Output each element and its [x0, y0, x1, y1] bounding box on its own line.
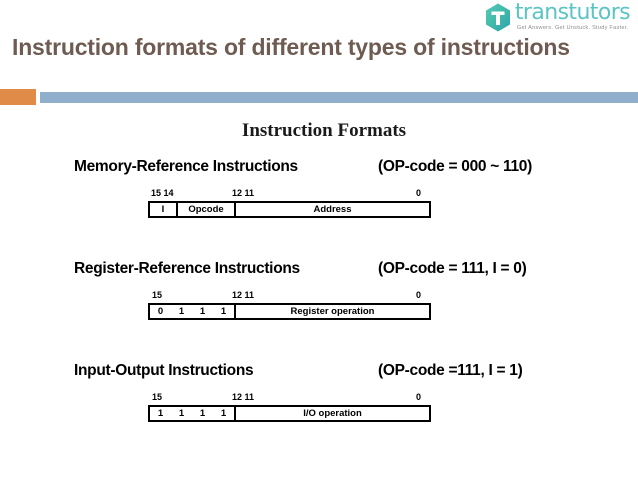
opcode-bit: 1	[220, 306, 227, 317]
opcode-bit: 0	[157, 306, 164, 317]
bit-position-label: 12 11	[232, 188, 255, 198]
opcode-bit: 1	[178, 306, 185, 317]
opcode-bit: 1	[157, 408, 164, 419]
bit-position-label: 12 11	[232, 392, 255, 402]
bit-position-label: 0	[416, 290, 422, 300]
instruction-format-section: Input-Output Instructions (OP-code =111, …	[0, 362, 638, 448]
logo-wordmark: transtutors	[514, 0, 631, 25]
instruction-word-box: 0 1 1 1 Register operation	[148, 303, 431, 320]
accent-square	[0, 89, 36, 105]
instruction-field: I	[150, 203, 178, 216]
slide-header: transtutors Get Answers. Get Unstuck. St…	[0, 0, 638, 105]
bit-position-label: 15	[152, 290, 163, 300]
figure-title: Instruction Formats	[241, 120, 407, 141]
instruction-field: Opcode	[178, 203, 236, 216]
accent-divider-bar	[40, 92, 638, 103]
bit-position-ruler: 15 12 11 0	[148, 392, 431, 405]
opcode-bits-field: 0 1 1 1	[150, 305, 236, 318]
instruction-format-section: Register-Reference Instructions (OP-code …	[0, 260, 638, 346]
opcode-bit: 1	[199, 306, 206, 317]
instruction-field: I/O operation	[303, 408, 362, 419]
bit-position-label: 15	[152, 392, 163, 402]
opcode-bit: 1	[220, 408, 227, 419]
hexagon-t-icon	[485, 3, 510, 32]
format-heading: Register-Reference Instructions	[74, 260, 300, 277]
format-heading: Input-Output Instructions	[74, 362, 254, 379]
bit-field-diagram: 15 12 11 0 1 1 1 1 I/O operation	[148, 392, 431, 422]
instruction-field: Register operation	[290, 306, 375, 317]
format-opcode-note: (OP-code = 000 ~ 110)	[378, 158, 532, 175]
instruction-field: Address	[313, 204, 352, 215]
bit-position-label: 0	[416, 392, 422, 402]
format-opcode-note: (OP-code =111, I = 1)	[378, 362, 523, 379]
bit-position-ruler: 15 12 11 0	[148, 290, 431, 303]
opcode-bits-field: 1 1 1 1	[150, 407, 236, 420]
format-heading: Memory-Reference Instructions	[74, 158, 298, 175]
opcode-bit: 1	[178, 408, 185, 419]
instruction-formats-figure: Instruction Formats Memory-Reference Ins…	[0, 110, 638, 440]
transtutors-logo: transtutors Get Answers. Get Unstuck. St…	[485, 0, 631, 32]
bit-position-label: 0	[416, 188, 422, 198]
format-opcode-note: (OP-code = 111, I = 0)	[378, 260, 527, 277]
bit-position-ruler: 15 14 12 11 0	[148, 188, 431, 201]
bit-field-diagram: 15 12 11 0 0 1 1 1 Register operation	[148, 290, 431, 320]
opcode-bit: 1	[199, 408, 206, 419]
bit-position-label: 15 14	[151, 188, 174, 198]
page-title: Instruction formats of different types o…	[12, 34, 570, 60]
instruction-format-section: Memory-Reference Instructions (OP-code = …	[0, 158, 638, 244]
instruction-word-box: 1 1 1 1 I/O operation	[148, 405, 431, 422]
bit-position-label: 12 11	[232, 290, 255, 300]
logo-tagline: Get Answers. Get Unstuck. Study Faster.	[516, 25, 629, 31]
